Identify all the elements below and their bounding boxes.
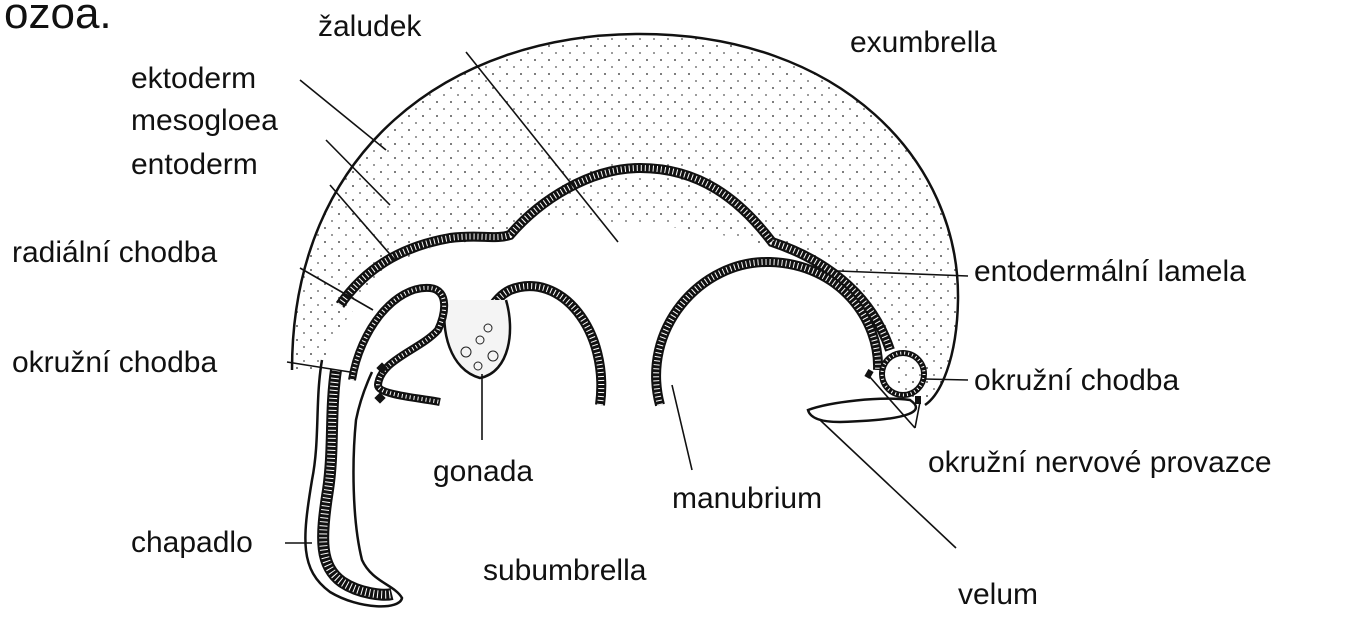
- tentacle: [305, 360, 402, 606]
- leader-manubrium: [672, 385, 692, 470]
- label-okruzni-chodba-right: okružní chodba: [974, 366, 1179, 396]
- tentacle-core: [323, 370, 392, 595]
- label-chapadlo: chapadlo: [131, 528, 253, 558]
- gonad-pouch: [444, 300, 510, 378]
- title-fragment: ozoa.: [4, 0, 112, 36]
- label-velum: velum: [958, 580, 1038, 610]
- nerve-ring-right-1: [864, 369, 873, 379]
- mesogloea-region: [292, 34, 958, 405]
- label-gonada: gonada: [433, 457, 533, 487]
- leader-velum: [820, 420, 956, 548]
- label-manubrium: manubrium: [672, 484, 822, 514]
- leader-okruzni-right: [924, 379, 968, 380]
- leader-ektoderm: [300, 80, 386, 150]
- label-ektoderm: ektoderm: [131, 64, 256, 94]
- label-entoderm: entoderm: [131, 150, 258, 180]
- label-okruzni-nervove-provazce: okružní nervové provazce: [928, 448, 1272, 478]
- label-subumbrella: subumbrella: [483, 556, 646, 586]
- label-mesogloea: mesogloea: [131, 106, 278, 136]
- label-exumbrella: exumbrella: [850, 28, 997, 58]
- label-zaludek: žaludek: [318, 12, 421, 42]
- label-okruzni-chodba-left: okružní chodba: [12, 348, 217, 378]
- label-radialni-chodba: radiální chodba: [12, 238, 217, 268]
- label-entodermalni-lamela: entodermální lamela: [974, 257, 1246, 287]
